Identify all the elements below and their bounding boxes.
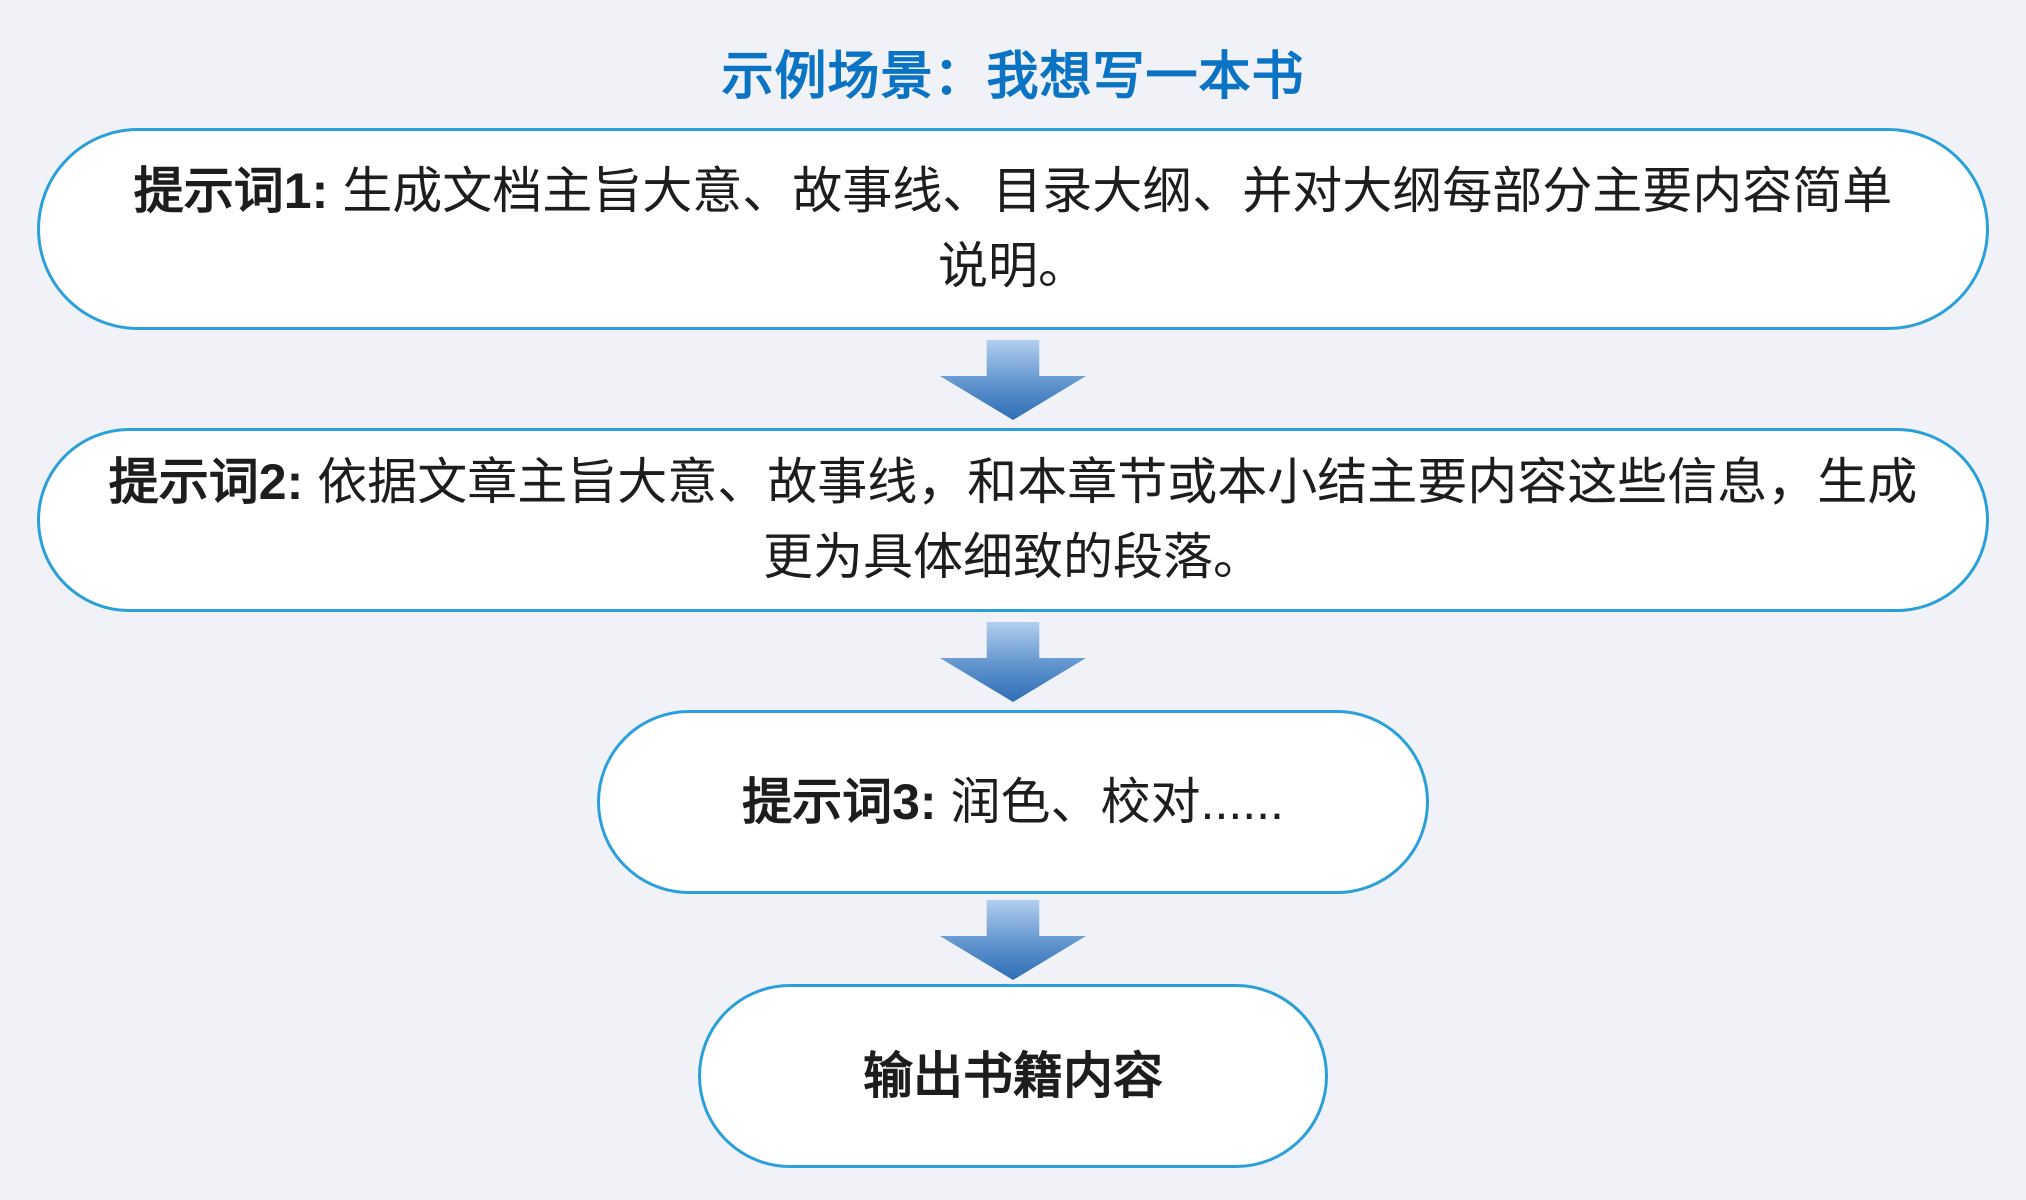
step2-label: 提示词2: bbox=[108, 454, 304, 510]
flow-step-prompt3: 提示词3:润色、校对...... bbox=[597, 710, 1429, 894]
step2-body: 依据文章主旨大意、故事线，和本章节或本小结主要内容这些信息，生成更为具体细致的段… bbox=[317, 454, 1918, 585]
step1-body: 生成文档主旨大意、故事线、目录大纲、并对大纲每部分主要内容简单说明。 bbox=[342, 163, 1893, 294]
step3-body: 润色、校对...... bbox=[950, 773, 1284, 830]
step4-label: 输出书籍内容 bbox=[863, 1047, 1163, 1104]
diagram-title: 示例场景：我想写一本书 bbox=[721, 48, 1305, 106]
arrow-down-icon bbox=[940, 340, 1086, 420]
flow-step-prompt1: 提示词1:生成文档主旨大意、故事线、目录大纲、并对大纲每部分主要内容简单说明。 bbox=[37, 128, 1989, 330]
step-text: 提示词2:依据文章主旨大意、故事线，和本章节或本小结主要内容这些信息，生成更为具… bbox=[104, 445, 1922, 595]
step-text: 输出书籍内容 bbox=[863, 1039, 1163, 1114]
step-text: 提示词3:润色、校对...... bbox=[742, 765, 1284, 840]
step3-label: 提示词3: bbox=[742, 773, 937, 830]
flow-step-prompt2: 提示词2:依据文章主旨大意、故事线，和本章节或本小结主要内容这些信息，生成更为具… bbox=[37, 428, 1989, 612]
step1-label: 提示词1: bbox=[133, 163, 329, 219]
flow-step-output: 输出书籍内容 bbox=[698, 984, 1328, 1168]
arrow-down-icon bbox=[940, 900, 1086, 980]
arrow-down-icon bbox=[940, 622, 1086, 702]
step-text: 提示词1:生成文档主旨大意、故事线、目录大纲、并对大纲每部分主要内容简单说明。 bbox=[120, 154, 1906, 304]
